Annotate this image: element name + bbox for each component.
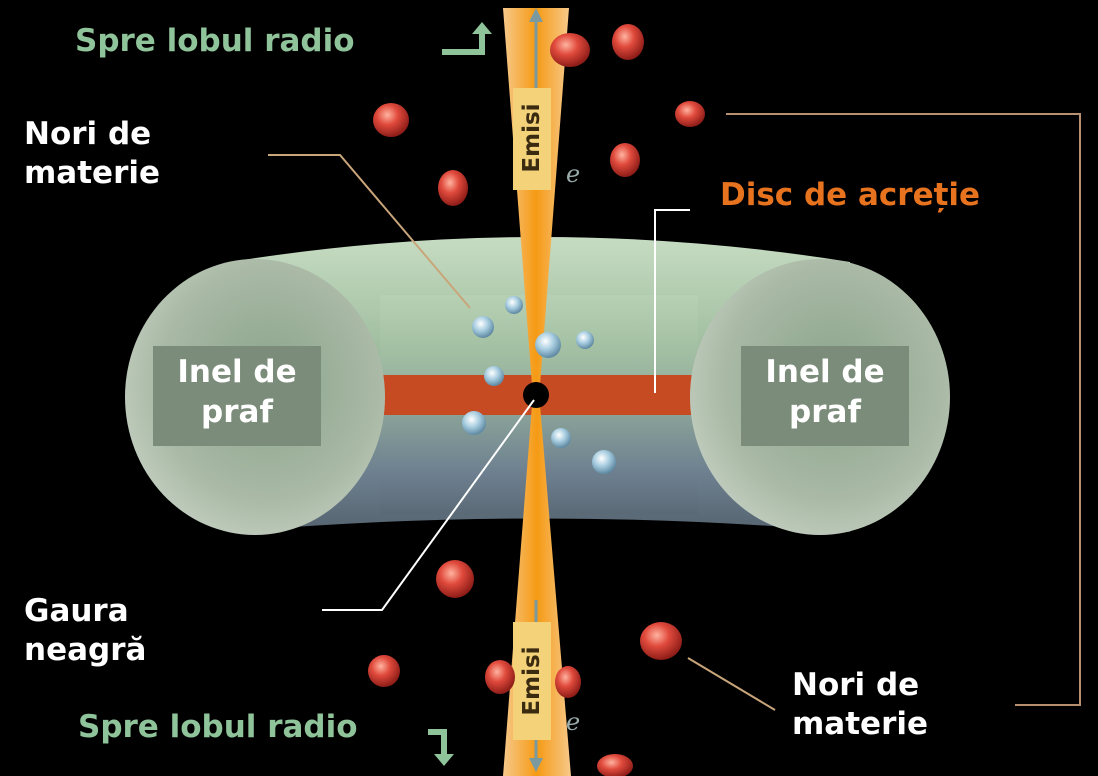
e-label-bottom: e	[566, 708, 581, 736]
matter-cloud	[373, 103, 409, 137]
bracket-right	[726, 113, 1081, 706]
gas-bubble	[472, 316, 494, 338]
arrow-turn-down-icon	[426, 726, 462, 766]
matter-cloud	[485, 660, 515, 694]
leader-clouds-bottom	[687, 657, 776, 711]
clouds-bottom-label: Nori de materie	[782, 666, 939, 744]
matter-cloud	[612, 24, 644, 60]
clouds-top-label: Nori de materie	[24, 116, 161, 191]
matter-cloud	[555, 666, 581, 698]
emission-top-label: Emisi	[519, 103, 545, 173]
gas-bubble	[462, 411, 486, 435]
black-hole	[523, 382, 549, 408]
matter-cloud	[550, 33, 590, 67]
radio-lobe-bottom-label: Spre lobul radio	[78, 709, 358, 745]
accretion-disc-label: Disc de acreție	[720, 177, 981, 213]
dust-ring-right-box	[741, 346, 909, 446]
gas-bubble	[505, 296, 523, 314]
matter-cloud	[368, 655, 400, 687]
gas-bubble	[484, 366, 504, 386]
gas-bubble	[592, 450, 616, 474]
gas-bubble	[535, 332, 561, 358]
dust-ring-right-label: Inel de praf	[765, 354, 885, 431]
matter-cloud	[640, 622, 682, 660]
leader-black-hole	[322, 399, 535, 611]
black-hole-label: Gaura neagră	[24, 593, 147, 668]
dust-ring-left-label: Inel de praf	[177, 354, 297, 431]
jet-axis-top-arrow	[529, 8, 543, 22]
emission-box-bottom	[513, 622, 551, 740]
matter-cloud	[610, 143, 640, 177]
gas-bubble	[576, 331, 594, 349]
matter-cloud	[675, 101, 705, 127]
leader-clouds-top	[268, 154, 471, 309]
gas-bubble	[551, 428, 571, 448]
emission-bottom-label: Emisi	[519, 646, 545, 716]
matter-cloud	[436, 560, 474, 598]
matter-cloud	[597, 754, 633, 776]
emission-box-top	[513, 88, 551, 190]
jet-axis-bottom-arrow	[529, 758, 543, 772]
radio-lobe-top-label: Spre lobul radio	[75, 23, 355, 59]
leader-accretion	[654, 209, 690, 393]
dust-ring-left-box	[153, 346, 321, 446]
arrow-turn-up-icon	[440, 22, 502, 58]
e-label-top: e	[566, 160, 581, 188]
matter-cloud	[438, 170, 468, 206]
